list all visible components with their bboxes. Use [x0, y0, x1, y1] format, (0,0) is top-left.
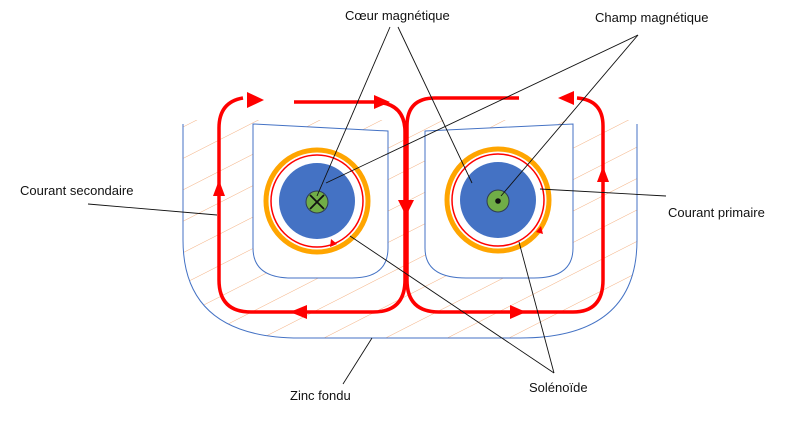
arrow-left-top	[247, 92, 264, 108]
label-primary-current: Courant primaire	[668, 205, 765, 220]
arrow-bottom-right	[510, 305, 526, 319]
label-solenoid: Solénoïde	[529, 380, 588, 395]
arrow-right-side	[597, 166, 609, 182]
arrow-center	[398, 200, 414, 216]
left-field-circle	[270, 154, 364, 248]
dot-icon	[495, 198, 501, 204]
label-secondary-current: Courant secondaire	[20, 183, 134, 198]
right-solenoid	[444, 146, 552, 254]
molten-zinc-hatch	[183, 120, 637, 338]
right-field-circle	[451, 153, 545, 247]
leader-lines	[87, 26, 667, 385]
left-field-arrow	[330, 239, 337, 247]
label-magnetic-core: Cœur magnétique	[345, 8, 450, 23]
arrow-right-top	[558, 91, 574, 105]
left-current-loop	[217, 96, 407, 314]
arrow-bottom-left	[290, 305, 307, 319]
left-solenoid	[263, 147, 371, 255]
current-arrowheads	[213, 91, 609, 319]
left-solenoid-assembly	[263, 147, 371, 255]
vessel-outline	[182, 124, 638, 339]
right-solenoid-assembly	[444, 146, 552, 254]
arrow-top-mid	[374, 95, 390, 109]
label-magnetic-field: Champ magnétique	[595, 10, 709, 25]
current-loops	[217, 96, 605, 314]
label-molten-zinc: Zinc fondu	[290, 388, 351, 403]
right-field-arrow	[536, 226, 543, 234]
arrow-left-side	[213, 180, 225, 196]
right-current-loop	[405, 96, 605, 314]
